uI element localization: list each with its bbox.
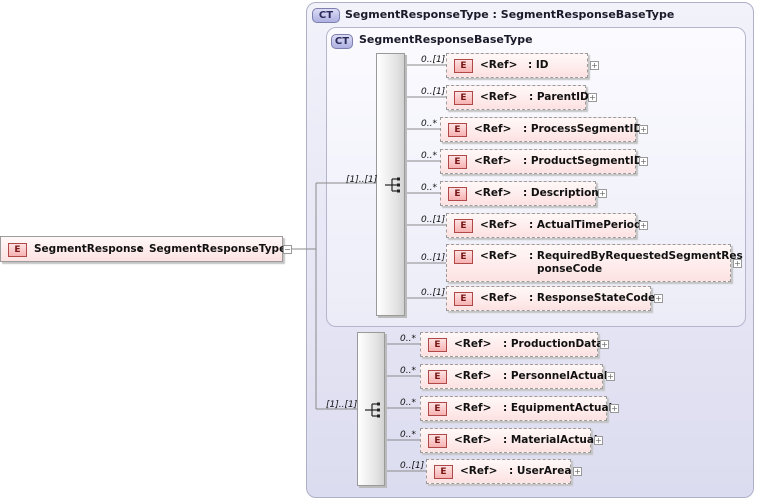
expand-toggle[interactable]: + xyxy=(606,372,615,381)
element-response-state-code[interactable]: E <Ref> : ResponseStateCode xyxy=(446,286,655,311)
expand-toggle[interactable]: + xyxy=(600,340,609,349)
element-name: : ProductionData xyxy=(503,338,604,350)
element-badge: E xyxy=(428,338,447,352)
element-cardinality: 0..* xyxy=(400,334,416,344)
expand-toggle[interactable]: + xyxy=(598,189,607,198)
sequence-group-base xyxy=(376,53,405,316)
element-cardinality: 0..* xyxy=(400,366,416,376)
element-cardinality: 0..* xyxy=(421,183,437,193)
element-badge: E xyxy=(454,292,473,306)
element-ref: <Ref> xyxy=(474,187,512,199)
element-user-area[interactable]: E <Ref> : UserArea xyxy=(426,459,571,484)
root-element-separator: : xyxy=(138,243,143,255)
element-name: : RequiredByRequestedSegmentRes xyxy=(529,250,743,262)
root-element-type: SegmentResponseType xyxy=(149,243,287,255)
element-ref: <Ref> xyxy=(480,59,518,71)
element-parent-id[interactable]: E <Ref> : ParentID xyxy=(446,85,589,110)
element-cardinality: 0..* xyxy=(421,151,437,161)
element-badge: E xyxy=(448,155,467,169)
element-badge: E xyxy=(454,59,473,73)
element-id[interactable]: E <Ref> : ID xyxy=(446,53,588,78)
element-name: : UserArea xyxy=(509,465,572,477)
element-badge: E xyxy=(448,123,467,137)
element-name-continued: ponseCode xyxy=(537,263,603,275)
expand-toggle[interactable]: + xyxy=(588,93,597,102)
expand-toggle[interactable]: + xyxy=(594,436,603,445)
collapse-toggle[interactable]: − xyxy=(283,245,292,254)
element-personnel-actual[interactable]: E <Ref> : PersonnelActual xyxy=(420,364,608,389)
element-name: : PersonnelActual xyxy=(503,370,608,382)
element-ref: <Ref> xyxy=(480,292,518,304)
sequence-cardinality: [1]..[1] xyxy=(326,400,358,410)
element-cardinality: 0..[1] xyxy=(421,215,446,225)
element-badge: E xyxy=(434,465,453,479)
element-cardinality: 0..[1] xyxy=(421,253,446,263)
element-process-segment-id[interactable]: E <Ref> : ProcessSegmentID xyxy=(440,117,642,142)
element-badge: E xyxy=(454,250,473,264)
element-ref: <Ref> xyxy=(454,434,492,446)
element-badge: E xyxy=(8,243,27,257)
element-ref: <Ref> xyxy=(474,155,512,167)
expand-toggle[interactable]: + xyxy=(590,61,599,70)
sequence-icon xyxy=(365,402,380,418)
element-name: : ID xyxy=(528,59,549,71)
element-ref: <Ref> xyxy=(480,91,518,103)
expand-toggle[interactable]: + xyxy=(639,221,648,230)
element-actual-time-period[interactable]: E <Ref> : ActualTimePeriod xyxy=(446,213,642,238)
element-name: : ActualTimePeriod xyxy=(529,219,642,231)
expand-toggle[interactable]: + xyxy=(654,294,663,303)
element-cardinality: 0..* xyxy=(400,430,416,440)
element-badge: E xyxy=(428,434,447,448)
element-cardinality: 0..* xyxy=(400,398,416,408)
element-ref: <Ref> xyxy=(460,465,498,477)
element-ref: <Ref> xyxy=(454,338,492,350)
complex-type-badge: CT xyxy=(312,8,340,23)
expand-toggle[interactable]: + xyxy=(639,157,648,166)
element-badge: E xyxy=(448,187,467,201)
element-badge: E xyxy=(428,402,447,416)
expand-toggle[interactable]: + xyxy=(573,467,582,476)
expand-toggle[interactable]: + xyxy=(610,404,619,413)
element-description[interactable]: E <Ref> : Description xyxy=(440,181,599,206)
sequence-icon xyxy=(385,177,400,193)
element-ref: <Ref> xyxy=(480,250,518,262)
element-name: : ProcessSegmentID xyxy=(523,123,643,135)
expand-toggle[interactable]: + xyxy=(639,125,648,134)
element-badge: E xyxy=(454,91,473,105)
element-production-data[interactable]: E <Ref> : ProductionData xyxy=(420,332,603,357)
element-cardinality: 0..* xyxy=(421,119,437,129)
root-element-name: SegmentResponse xyxy=(34,243,144,255)
element-badge: E xyxy=(454,219,473,233)
element-cardinality: 0..[1] xyxy=(421,55,446,65)
element-equipment-actual[interactable]: E <Ref> : EquipmentActual xyxy=(420,396,612,421)
sequence-group-extension xyxy=(357,332,385,486)
root-element-segment-response[interactable]: E SegmentResponse : SegmentResponseType xyxy=(0,236,287,262)
base-type-title: SegmentResponseBaseType xyxy=(359,33,533,46)
element-name: : ParentID xyxy=(529,91,589,103)
element-cardinality: 0..[1] xyxy=(421,288,446,298)
element-badge: E xyxy=(428,370,447,384)
element-material-actual[interactable]: E <Ref> : MaterialActual xyxy=(420,428,598,453)
complex-type-title: SegmentResponseType : SegmentResponseBas… xyxy=(345,8,675,21)
element-ref: <Ref> xyxy=(480,219,518,231)
element-ref: <Ref> xyxy=(474,123,512,135)
expand-toggle[interactable]: + xyxy=(733,259,742,268)
element-name: : EquipmentActual xyxy=(503,402,613,414)
element-product-segment-id[interactable]: E <Ref> : ProductSegmentID xyxy=(440,149,643,174)
element-cardinality: 0..[1] xyxy=(400,461,425,471)
element-name: : ResponseStateCode xyxy=(529,292,656,304)
element-ref: <Ref> xyxy=(454,370,492,382)
element-ref: <Ref> xyxy=(454,402,492,414)
element-name: : MaterialActual xyxy=(503,434,598,446)
element-name: : Description xyxy=(523,187,599,199)
element-required-by-requested-segment-response-code[interactable]: E <Ref> : RequiredByRequestedSegmentRes … xyxy=(446,244,743,282)
element-name: : ProductSegmentID xyxy=(523,155,643,167)
base-type-badge: CT xyxy=(331,34,353,49)
sequence-cardinality: [1]..[1] xyxy=(346,175,378,185)
element-cardinality: 0..[1] xyxy=(421,87,446,97)
